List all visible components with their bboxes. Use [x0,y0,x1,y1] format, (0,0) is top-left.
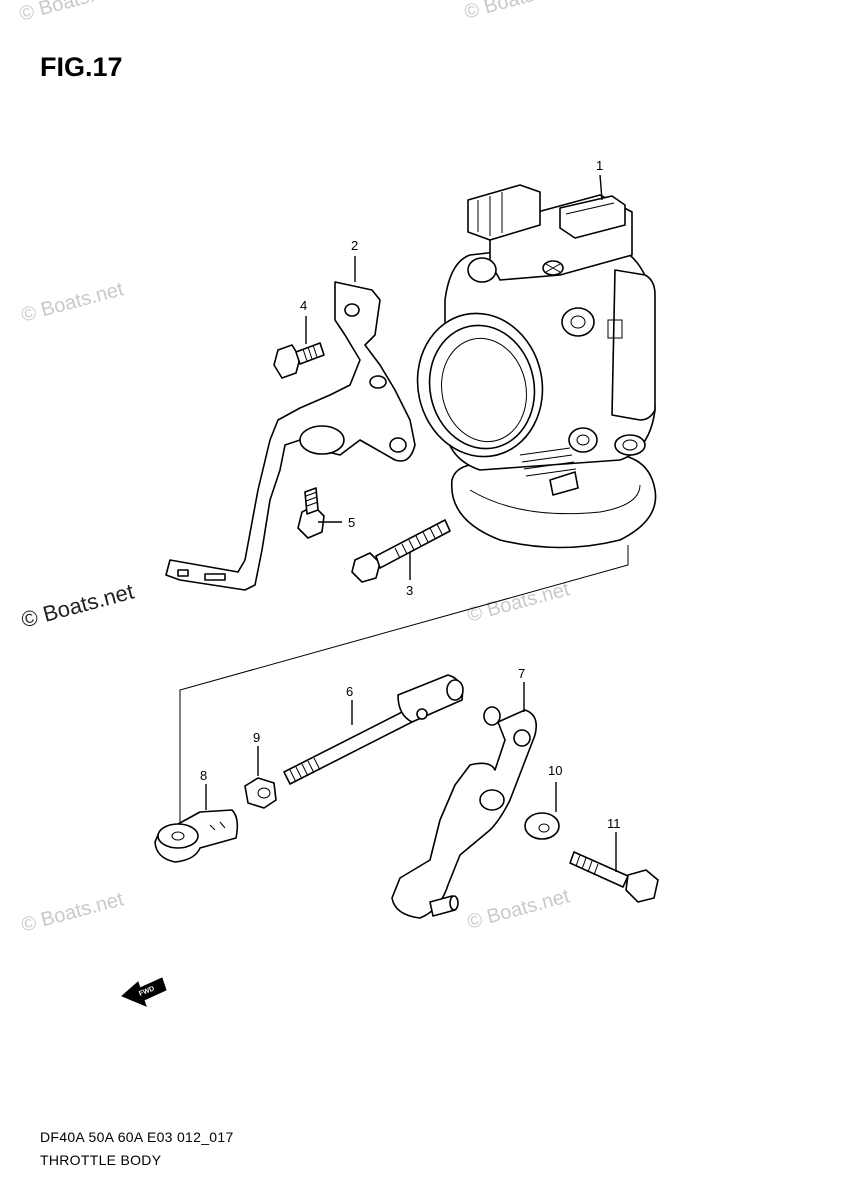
part-3-bolt[interactable] [351,519,451,583]
callout-3: 3 [406,583,413,598]
part-10-washer[interactable] [524,812,560,840]
callout-11: 11 [607,816,621,831]
drawing-number: DF40A 50A 60A E03 012_017 [40,1129,234,1145]
part-8-joint[interactable] [154,809,239,863]
fwd-arrow-icon: FWD [121,977,167,1007]
part-11-bolt[interactable] [569,851,659,903]
figure-title: FIG.17 [40,52,123,82]
callout-1: 1 [596,158,603,173]
callout-2: 2 [351,238,358,253]
callout-5: 5 [348,515,355,530]
part-5-bolt[interactable] [297,487,325,539]
callout-4: 4 [300,298,307,313]
part-4-bolt[interactable] [273,342,325,379]
part-6-throttle-rod[interactable] [283,674,464,785]
callout-8: 8 [200,768,207,783]
part-7-throttle-lever[interactable] [391,706,538,919]
assembly-name: THROTTLE BODY [40,1152,162,1168]
part-1-throttle-body[interactable] [404,184,657,549]
callout-7: 7 [518,666,525,681]
part-2-bracket[interactable] [165,281,416,591]
callout-6: 6 [346,684,353,699]
part-9-nut[interactable] [244,777,277,809]
callout-9: 9 [253,730,260,745]
callout-10: 10 [548,763,562,778]
